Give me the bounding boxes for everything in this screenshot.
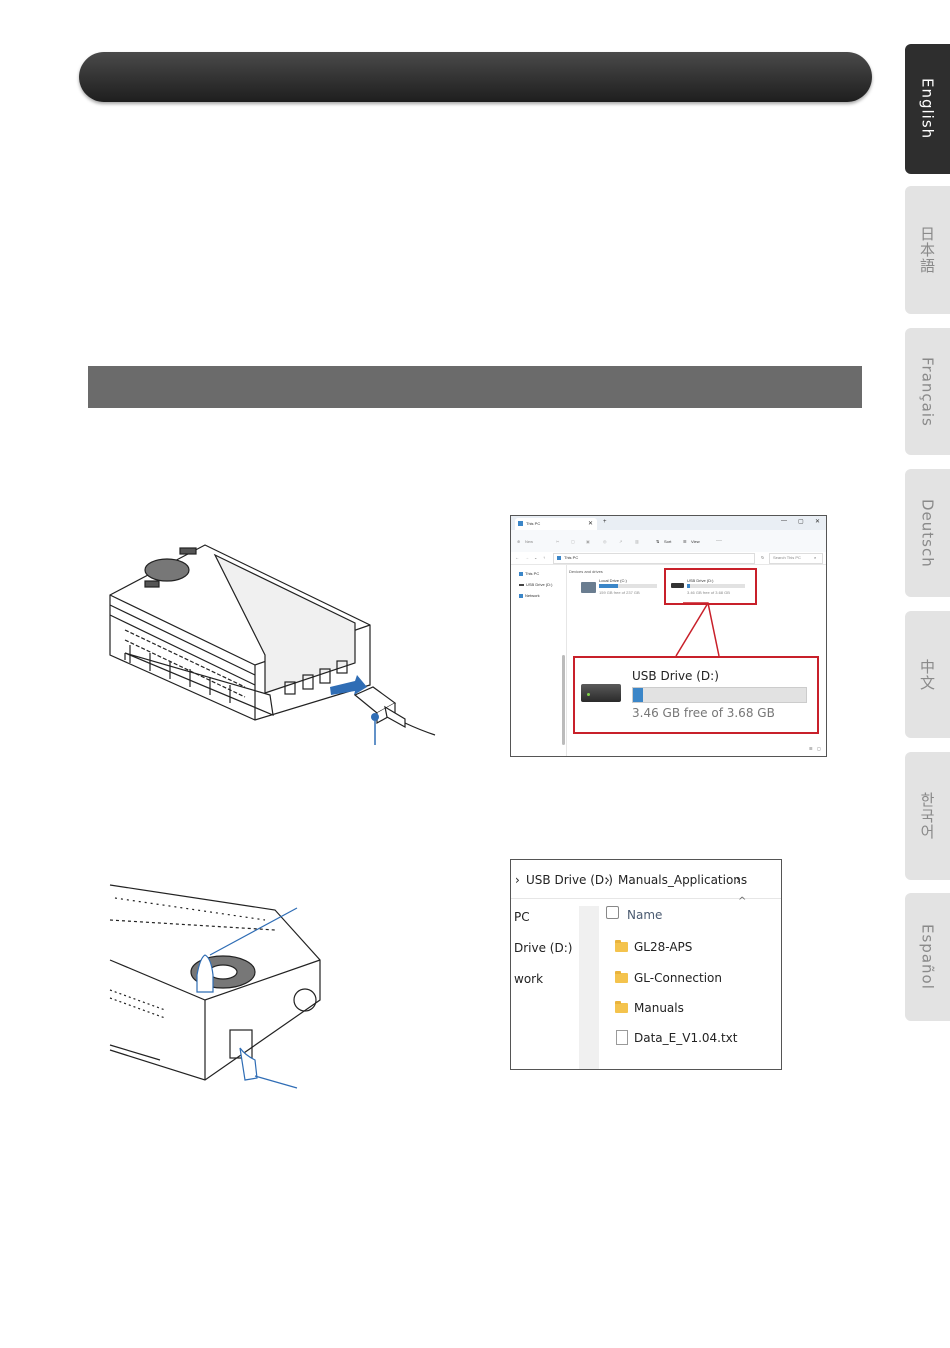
lang-tab-spanish[interactable]: Español: [905, 893, 950, 1021]
maximize-icon[interactable]: ▢: [798, 519, 804, 525]
local-drive-icon: [581, 582, 596, 593]
chapter-title-bar: [79, 52, 872, 102]
search-input[interactable]: Search This PC ⌕: [769, 553, 823, 564]
select-all-checkbox[interactable]: [606, 906, 619, 919]
new-button-icon[interactable]: ⊕: [517, 539, 521, 544]
usb-drive-icon: [519, 584, 524, 586]
rename-icon[interactable]: ◎: [603, 539, 607, 544]
details-view-icon[interactable]: ☰: [809, 746, 813, 751]
name-column-header[interactable]: Name: [627, 908, 663, 922]
callout-usage-fill: [633, 688, 644, 702]
this-pc-icon: [518, 521, 523, 526]
text-file-icon: [616, 1030, 628, 1045]
network-icon: [519, 594, 523, 598]
callout-pointer: [675, 602, 720, 657]
list-item[interactable]: Manuals: [611, 999, 771, 1019]
list-item[interactable]: GL28-APS: [611, 938, 771, 958]
this-pc-icon: [519, 572, 523, 576]
folder-icon: [615, 1001, 628, 1013]
lang-tab-french[interactable]: Français: [905, 328, 950, 455]
explorer-nav-pane: PC Drive (D:) work: [511, 899, 579, 1069]
sort-ascending-icon: ^: [738, 896, 747, 907]
device-button-press-illustration: [109, 884, 321, 1089]
new-tab-icon[interactable]: +: [603, 519, 607, 525]
tiles-view-icon[interactable]: ▢: [817, 746, 821, 751]
nav-item-network[interactable]: work: [514, 972, 544, 986]
new-button[interactable]: New: [525, 539, 534, 544]
back-icon[interactable]: ←: [515, 555, 519, 560]
this-pc-icon: [557, 556, 561, 560]
section-heading-bar: [88, 366, 862, 408]
local-drive-tile[interactable]: Local Drive (C:) 159 GB free of 237 GB: [581, 578, 661, 600]
search-icon: ⌕: [814, 555, 817, 560]
view-button[interactable]: View: [691, 539, 700, 544]
folder-icon: [615, 940, 628, 952]
nav-item-usb-drive[interactable]: Drive (D:): [514, 941, 573, 955]
breadcrumb-manuals-applications[interactable]: Manuals_Applications: [618, 873, 748, 887]
breadcrumb: › USB Drive (D:) › Manuals_Applications …: [511, 860, 781, 899]
list-item[interactable]: Data_E_V1.04.txt: [611, 1029, 771, 1049]
usb-drive-usage-bar: [687, 584, 745, 588]
devices-group-label: Devices and drives: [569, 569, 603, 574]
delete-icon[interactable]: ▥: [635, 539, 639, 544]
file-explorer-usb-folder: › USB Drive (D:) › Manuals_Applications …: [510, 859, 782, 1070]
explorer-tab[interactable]: This PC ✕: [515, 518, 597, 530]
lang-tab-chinese[interactable]: 中文: [905, 611, 950, 738]
share-icon[interactable]: ↗: [619, 539, 623, 544]
address-field[interactable]: This PC: [553, 553, 755, 564]
breadcrumb-usb-drive[interactable]: USB Drive (D:): [526, 873, 613, 887]
nav-item-pc[interactable]: PC: [514, 910, 530, 924]
refresh-icon[interactable]: ↻: [761, 555, 765, 560]
breadcrumb-chevron-icon: ›: [515, 873, 520, 887]
usb-drive-tile[interactable]: USB Drive (D:) 3.46 GB free of 3.68 GB: [671, 578, 751, 600]
local-drive-usage-bar: [599, 584, 657, 588]
view-icon: ☰: [683, 539, 687, 544]
copy-icon[interactable]: ▢: [571, 539, 575, 544]
sort-icon: ⇅: [656, 539, 660, 544]
usb-drive-icon: [671, 583, 684, 588]
lang-tab-english[interactable]: English: [905, 44, 950, 174]
usb-drive-highlight-box: [664, 568, 757, 605]
recent-icon[interactable]: ⌄: [534, 555, 538, 560]
up-icon[interactable]: ↑: [543, 555, 545, 560]
lang-tab-korean[interactable]: 한국어: [905, 752, 950, 880]
breadcrumb-chevron-icon: ›: [605, 873, 610, 887]
minimize-icon[interactable]: —: [781, 518, 787, 524]
usb-drive-usage-fill: [687, 584, 691, 588]
drive-led-icon: [587, 693, 590, 696]
sort-button[interactable]: Sort: [664, 539, 672, 544]
more-options-button[interactable]: ···: [716, 538, 722, 544]
cut-icon[interactable]: ✂: [556, 539, 560, 544]
usb-drive-zoom-callout: USB Drive (D:) 3.46 GB free of 3.68 GB: [573, 656, 819, 734]
close-tab-icon[interactable]: ✕: [588, 521, 594, 527]
paste-icon[interactable]: ▣: [586, 539, 590, 544]
folder-icon: [615, 971, 628, 983]
breadcrumb-chevron-icon[interactable]: ›: [736, 873, 741, 887]
device-usb-connection-illustration: [109, 544, 436, 745]
explorer-tab-bar: This PC ✕ + — ▢ ✕: [511, 516, 826, 530]
explorer-nav-pane: This PC USB Drive (D:) Network: [511, 565, 567, 756]
list-item[interactable]: GL-Connection: [611, 969, 771, 989]
local-drive-usage-fill: [599, 584, 619, 588]
explorer-address-bar: ← → ⌄ ↑ This PC ↻ Search This PC ⌕: [511, 552, 826, 565]
callout-usage-bar: [632, 687, 807, 703]
nav-scrollbar[interactable]: [579, 906, 599, 1069]
file-explorer-this-pc: This PC ✕ + — ▢ ✕ ⊕ New ✂ ▢ ▣ ◎ ↗ ▥ ⇅ So…: [510, 515, 827, 757]
lang-tab-japanese[interactable]: 日本語: [905, 186, 950, 314]
lang-tab-german[interactable]: Deutsch: [905, 469, 950, 597]
usb-drive-large-icon: [581, 684, 621, 702]
close-window-icon[interactable]: ✕: [815, 519, 821, 525]
forward-icon[interactable]: →: [525, 555, 529, 560]
nav-scrollbar[interactable]: [562, 655, 565, 745]
